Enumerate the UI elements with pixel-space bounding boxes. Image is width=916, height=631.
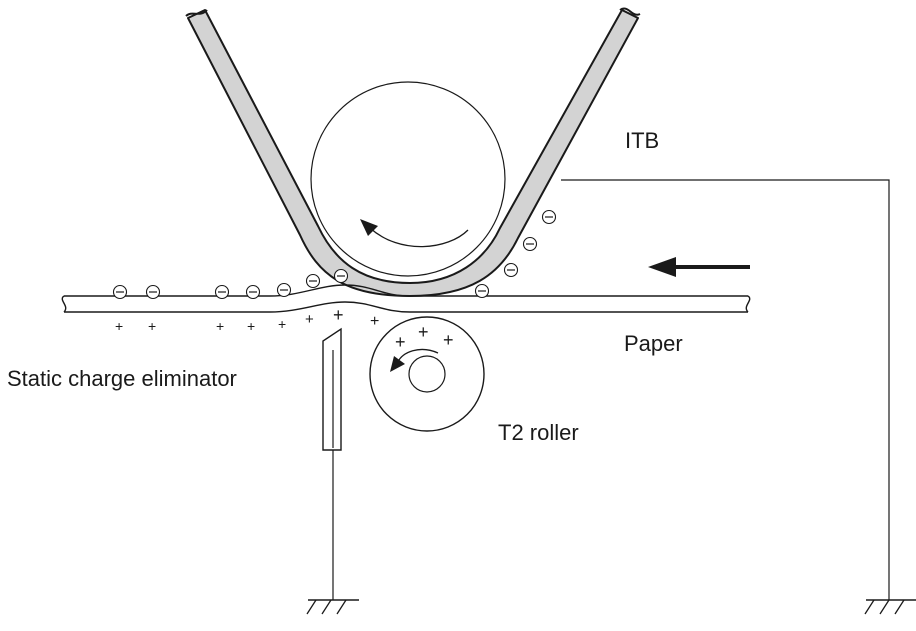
negative-charge-icon xyxy=(245,284,261,300)
negative-charge-icon xyxy=(522,236,538,252)
ground-icon xyxy=(306,599,359,615)
negative-charge-icon xyxy=(112,284,128,300)
positive-charge-icon: + xyxy=(278,316,286,332)
positive-charge-icon: + xyxy=(333,305,344,325)
itb-bias-wire xyxy=(561,179,890,600)
positive-charge-icon: + xyxy=(443,330,454,350)
positive-charge-icon: + xyxy=(115,318,123,334)
static-charge-eliminator xyxy=(322,327,342,600)
positive-charge-icon: + xyxy=(305,311,314,328)
negative-charge-icon xyxy=(503,262,519,278)
positive-charge-icon: + xyxy=(148,318,156,334)
static-charge-eliminator-label: Static charge eliminator xyxy=(7,366,237,391)
itb-label: ITB xyxy=(625,128,659,153)
itb-belt-break-right xyxy=(619,7,641,16)
negative-charges xyxy=(112,209,557,300)
positive-charge-icon: + xyxy=(395,332,406,352)
positive-charge-icon: + xyxy=(247,318,255,334)
positive-charge-icon: + xyxy=(370,313,379,330)
positive-charge-icon: + xyxy=(418,322,429,342)
positive-charge-icon: + xyxy=(216,318,224,334)
ground-icon xyxy=(864,599,916,615)
t2-roller-label: T2 roller xyxy=(498,420,579,445)
negative-charge-icon xyxy=(145,284,161,300)
negative-charge-icon xyxy=(214,284,230,300)
itb-belt xyxy=(185,7,641,297)
itb-belt-break-left xyxy=(185,9,208,17)
negative-charge-icon xyxy=(474,283,490,299)
left-arrow-icon xyxy=(648,257,750,277)
negative-charge-icon xyxy=(333,268,349,284)
negative-charge-icon xyxy=(276,282,292,298)
t2-roller: + + + xyxy=(369,316,485,432)
t2-rotation-arrow-icon xyxy=(390,348,439,372)
paper-label: Paper xyxy=(624,331,683,356)
itb-rotation-arrow-icon xyxy=(360,219,469,248)
negative-charge-icon xyxy=(305,273,321,289)
positive-charges: + + + + + + + + xyxy=(115,305,379,334)
itb-drive-roller xyxy=(310,81,506,277)
negative-charge-icon xyxy=(541,209,557,225)
itb-belt-band xyxy=(187,9,639,297)
